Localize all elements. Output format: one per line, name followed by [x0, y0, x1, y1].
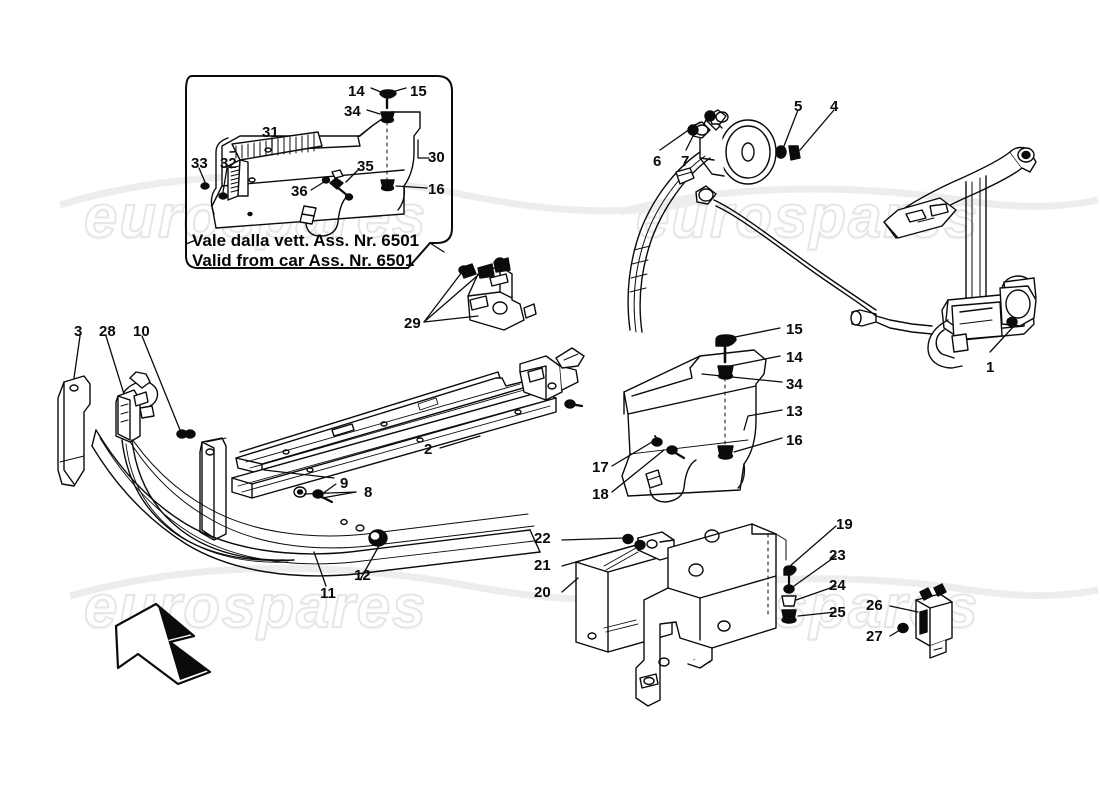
- main-leader-lines: [73, 109, 1015, 587]
- inset-fastener-32: [218, 192, 228, 200]
- callout-17: 17: [592, 459, 609, 476]
- callout-6: 6: [653, 153, 662, 170]
- callout-1: 1: [986, 359, 995, 376]
- inset-callout-14: 14: [348, 83, 365, 100]
- callout-10: 10: [133, 323, 150, 340]
- callout-8: 8: [364, 484, 373, 501]
- callout-15: 15: [786, 321, 803, 338]
- inset-leader-lines: [198, 87, 430, 193]
- callout-5: 5: [794, 98, 803, 115]
- callout-13: 13: [786, 403, 803, 420]
- callout-11: 11: [320, 585, 336, 602]
- callout-3: 3: [74, 323, 83, 340]
- inset-callout-30: 30: [428, 149, 445, 166]
- control-unit-group: [561, 523, 953, 707]
- inset-belt-guide: [299, 193, 351, 237]
- inset-fastener-15: [379, 89, 397, 110]
- inset-fastener-33: [200, 182, 210, 190]
- callout-2: 2: [424, 441, 433, 458]
- direction-arrow: [114, 602, 212, 686]
- callout-27: 27: [866, 628, 883, 645]
- belt-webbing-left: [627, 151, 711, 333]
- callout-24: 24: [829, 577, 846, 594]
- seat-rail-assembly: [57, 347, 585, 577]
- inset-callout-33: 33: [191, 155, 208, 172]
- belt-retractor-assembly: [850, 146, 1037, 369]
- callout-18: 18: [592, 486, 609, 503]
- right-side-trim-panel: [611, 327, 783, 503]
- inset-fastener-16: [380, 179, 395, 192]
- callout-29: 29: [404, 315, 421, 332]
- control-cable: [713, 199, 877, 317]
- callout-20: 20: [534, 584, 551, 601]
- inset-clip: [331, 169, 344, 179]
- callout-34: 34: [786, 376, 803, 393]
- callout-25: 25: [829, 604, 846, 621]
- callout-12: 12: [354, 567, 371, 584]
- inset-fastener-34: [380, 111, 395, 124]
- belt-anchor-bracket: [423, 257, 537, 331]
- belt-reel-assembly: [687, 109, 801, 205]
- callout-26: 26: [866, 597, 883, 614]
- inset-callout-36: 36: [291, 183, 308, 200]
- callout-4: 4: [830, 98, 839, 115]
- inset-trim-strip: [227, 131, 323, 201]
- callout-9: 9: [340, 475, 349, 492]
- callout-21: 21: [534, 557, 551, 574]
- inset-note-italian: Vale dalla vett. Ass. Nr. 6501: [192, 231, 420, 250]
- inset-callout-16: 16: [428, 181, 445, 198]
- inset-note-english: Valid from car Ass. Nr. 6501: [192, 251, 415, 270]
- callout-16: 16: [786, 432, 803, 449]
- callout-22: 22: [534, 530, 551, 547]
- callout-7: 7: [681, 153, 690, 170]
- inset-callout-15: 15: [410, 83, 427, 100]
- strap-clamp: [675, 167, 695, 185]
- inset-callout-34: 34: [344, 103, 361, 120]
- inset-note-connector: [429, 242, 445, 253]
- callout-28: 28: [99, 323, 116, 340]
- callout-19: 19: [836, 516, 853, 533]
- inset-note-connector-left: [185, 239, 197, 245]
- inset-callout-35: 35: [357, 158, 374, 175]
- inset-panel-edge: [210, 137, 229, 215]
- callout-23: 23: [829, 547, 846, 564]
- callout-14: 14: [786, 349, 803, 366]
- inset-callout-32: 32: [220, 155, 237, 172]
- inset-callout-31: 31: [262, 124, 279, 141]
